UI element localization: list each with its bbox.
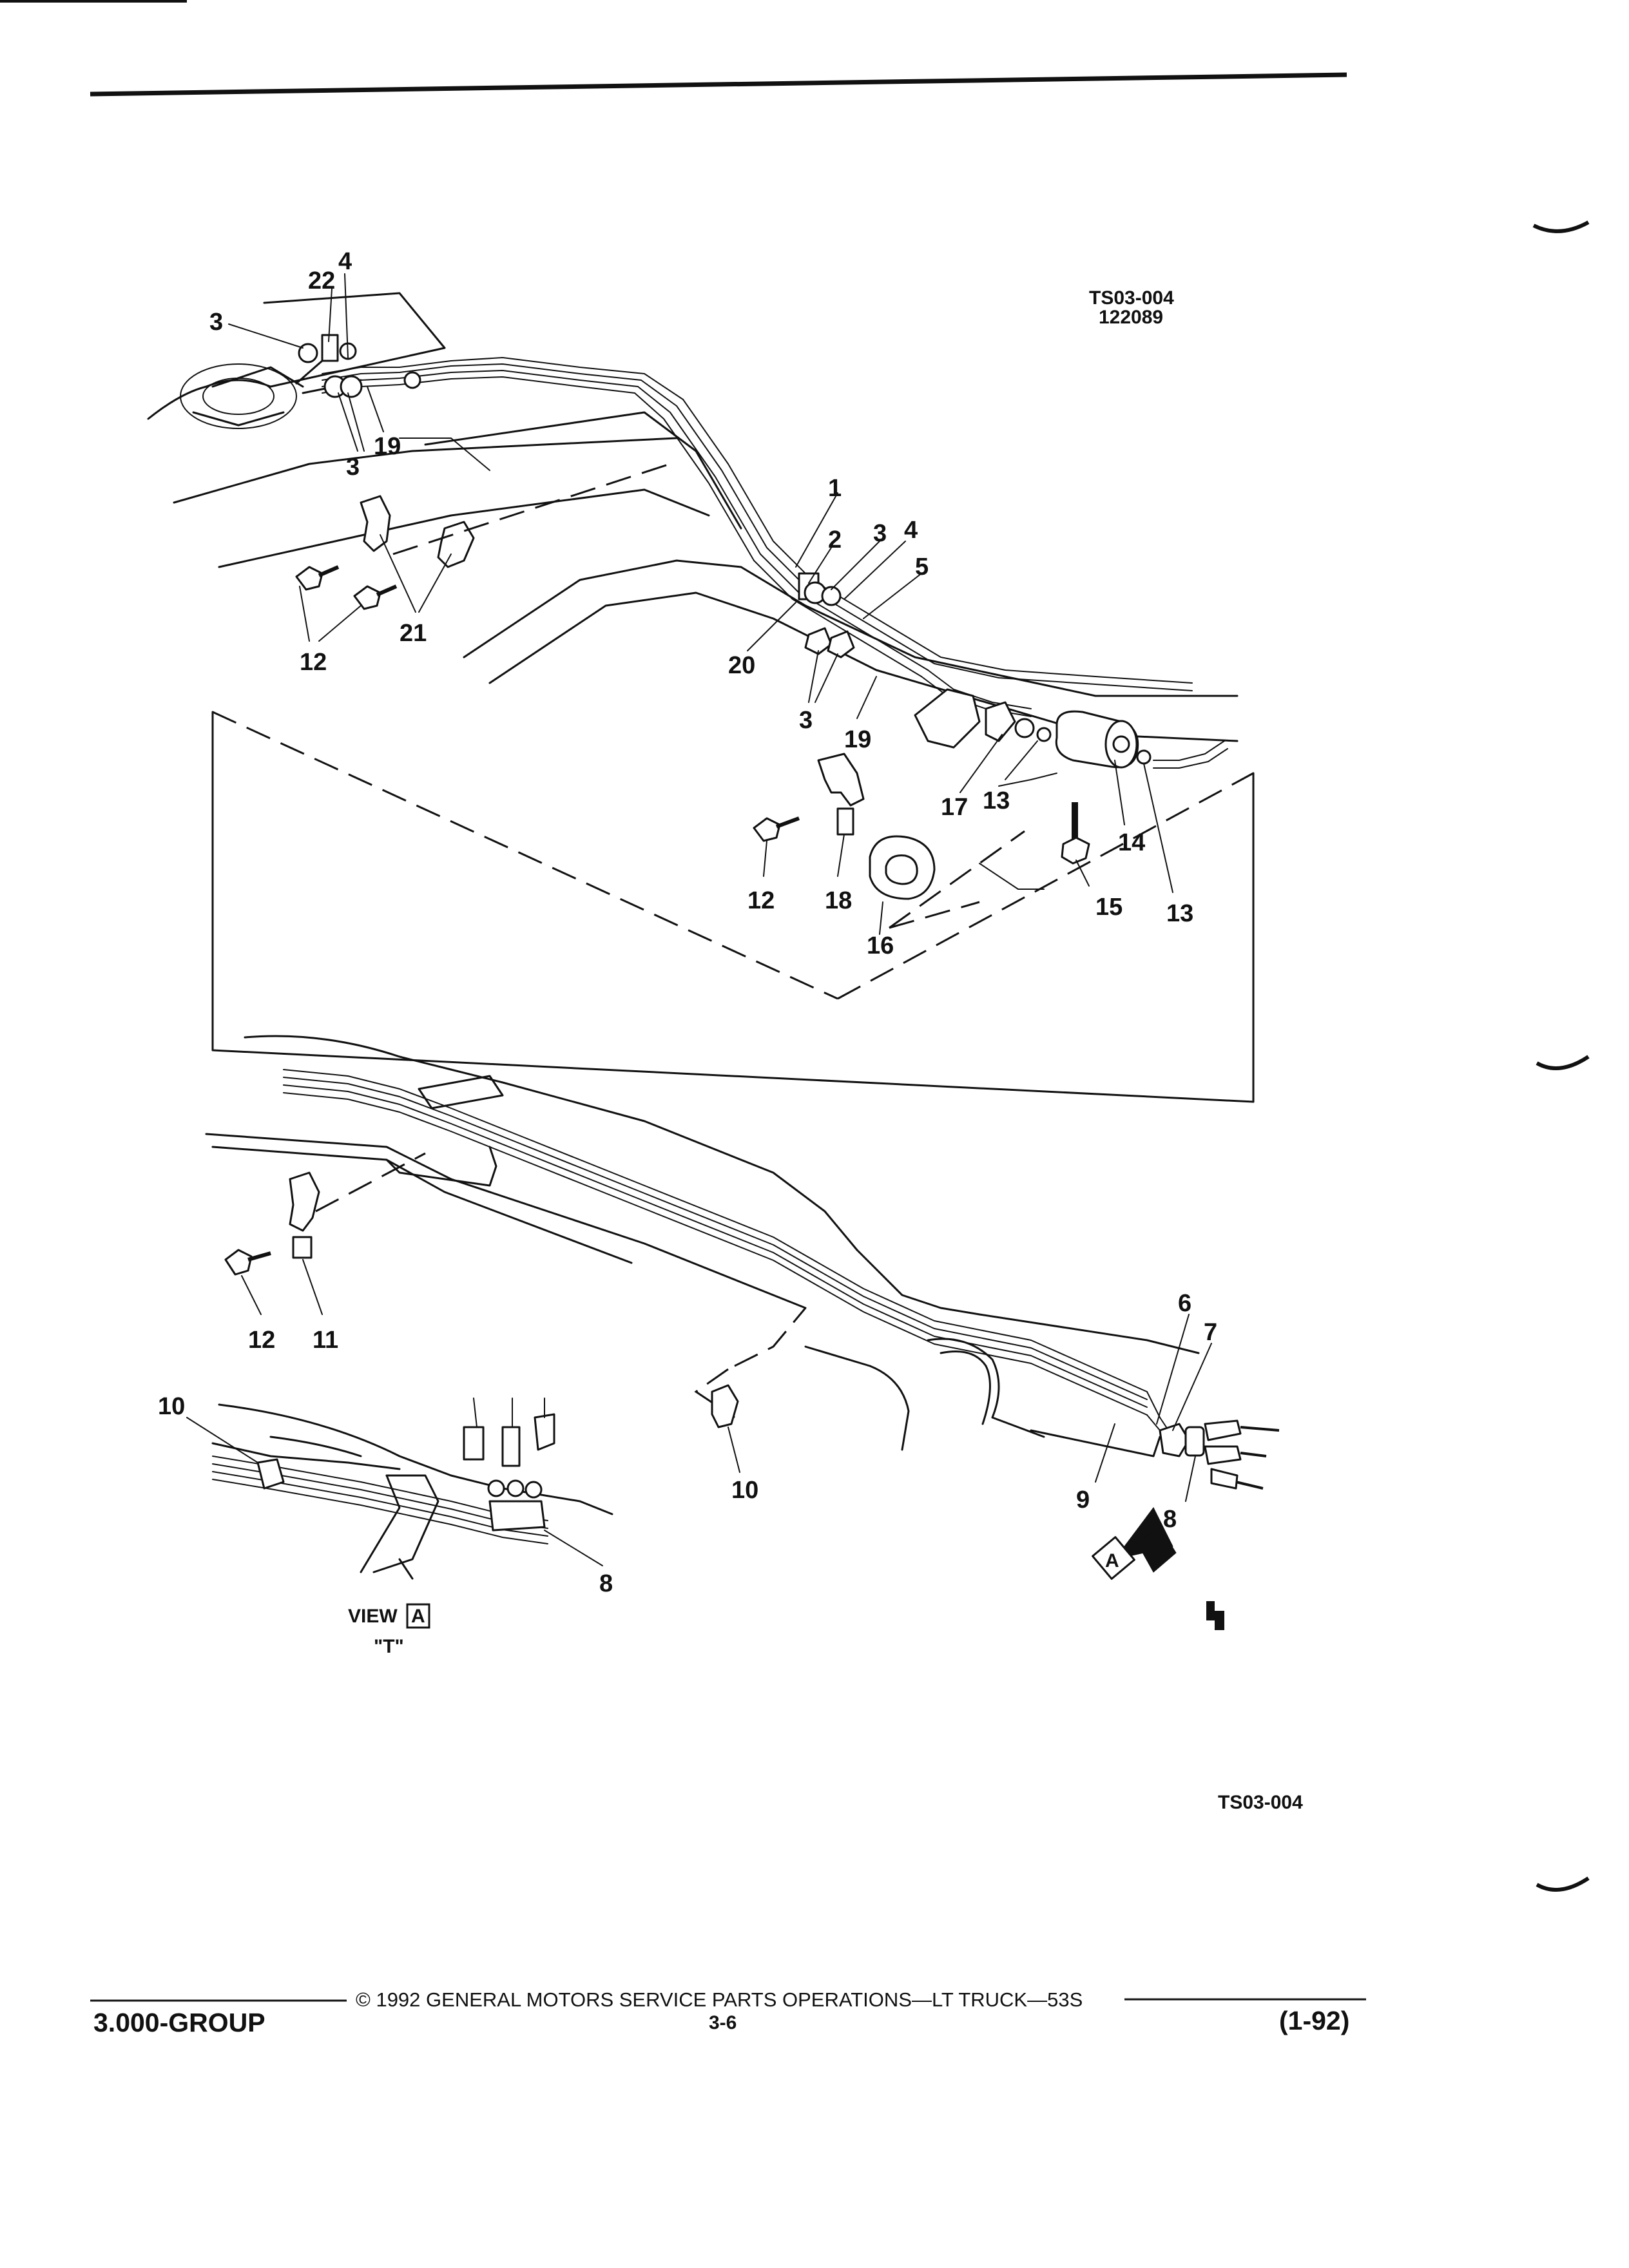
callout-10: 10 xyxy=(731,1477,758,1504)
bracket-18 xyxy=(817,753,865,836)
callout-12: 12 xyxy=(747,887,775,914)
fuel-tank-sender xyxy=(180,347,362,429)
line-clips-top-left xyxy=(298,334,421,398)
connectors-center xyxy=(798,572,855,658)
callout-10: 10 xyxy=(158,1393,185,1420)
callout-9: 9 xyxy=(1076,1486,1090,1514)
callout-19: 19 xyxy=(374,433,401,460)
leader-clip-11 xyxy=(315,1152,426,1213)
figure-date-code: 122089 xyxy=(1099,307,1163,328)
callout-15: 15 xyxy=(1095,894,1123,921)
bolts-12-upper xyxy=(295,565,398,610)
edge-mark xyxy=(1536,1876,1590,1892)
callout-1: 1 xyxy=(828,475,842,502)
header-rule xyxy=(90,72,1347,97)
callout-20: 20 xyxy=(728,652,755,679)
callout-13: 13 xyxy=(1166,900,1193,927)
callout-8: 8 xyxy=(1163,1506,1177,1533)
callout-4: 4 xyxy=(904,517,918,544)
callout-21: 21 xyxy=(400,620,427,647)
view-variant: "T" xyxy=(374,1636,404,1657)
fuel-filter-assembly xyxy=(914,688,1228,769)
arrow-letter: A xyxy=(1105,1550,1119,1571)
retainer-clips-21 xyxy=(360,495,475,568)
footer-page-number: 3-6 xyxy=(709,2012,737,2033)
edge-mark xyxy=(1532,220,1590,233)
filter-clamp-16 xyxy=(869,835,936,900)
detail-outline xyxy=(211,711,1255,1103)
clip-11 xyxy=(289,1171,320,1259)
callout-3: 3 xyxy=(873,520,887,547)
frame-rail-lower xyxy=(205,1035,1200,1457)
callout-3: 3 xyxy=(346,454,360,481)
view-arrow xyxy=(1092,1507,1177,1580)
footer-group: 3.000-GROUP xyxy=(93,2008,265,2037)
gm-logo-mark xyxy=(1206,1601,1224,1630)
connector-7-8 xyxy=(1159,1419,1280,1490)
callout-3: 3 xyxy=(209,309,223,336)
callout-2: 2 xyxy=(828,526,842,553)
footer-date: (1-92) xyxy=(1279,2006,1350,2035)
callout-12: 12 xyxy=(300,649,327,676)
callout-18: 18 xyxy=(825,887,852,914)
callout-12: 12 xyxy=(248,1327,275,1354)
callout-5: 5 xyxy=(915,553,929,581)
callout-22: 22 xyxy=(308,267,335,294)
callout-8: 8 xyxy=(599,1570,613,1597)
callout-16: 16 xyxy=(867,932,894,959)
callout-19: 19 xyxy=(844,726,871,753)
edge-mark xyxy=(1536,1055,1590,1070)
figure-code-bottom: TS03-004 xyxy=(1218,1792,1303,1813)
callout-6: 6 xyxy=(1178,1290,1191,1317)
callout-11: 11 xyxy=(313,1327,338,1354)
view-letter: A xyxy=(411,1606,425,1627)
callout-14: 14 xyxy=(1118,829,1145,856)
leader-dashed xyxy=(392,463,671,555)
bolt-12-mid xyxy=(753,816,800,842)
view-letter-box xyxy=(406,1603,430,1629)
bolt-15 xyxy=(1061,802,1090,865)
fuel-lines-lower xyxy=(283,1069,1173,1447)
clip-10-mid xyxy=(711,1384,739,1428)
bolt-12-lower xyxy=(224,1249,271,1276)
view-label: VIEW xyxy=(348,1606,398,1627)
callout-4: 4 xyxy=(338,248,352,275)
figure-code: TS03-004 xyxy=(1089,287,1174,309)
callout-13: 13 xyxy=(983,787,1010,814)
leader-lines xyxy=(186,273,1212,1566)
view-a-detail xyxy=(211,1398,613,1580)
callout-3: 3 xyxy=(799,707,813,734)
callouts: 3 22 4 3 19 21 12 1 2 3 4 5 20 3 19 17 1… xyxy=(158,248,1217,1597)
callout-17: 17 xyxy=(941,794,968,821)
footer-copyright: © 1992 GENERAL MOTORS SERVICE PARTS OPER… xyxy=(356,1988,1083,2011)
callout-7: 7 xyxy=(1204,1319,1217,1346)
